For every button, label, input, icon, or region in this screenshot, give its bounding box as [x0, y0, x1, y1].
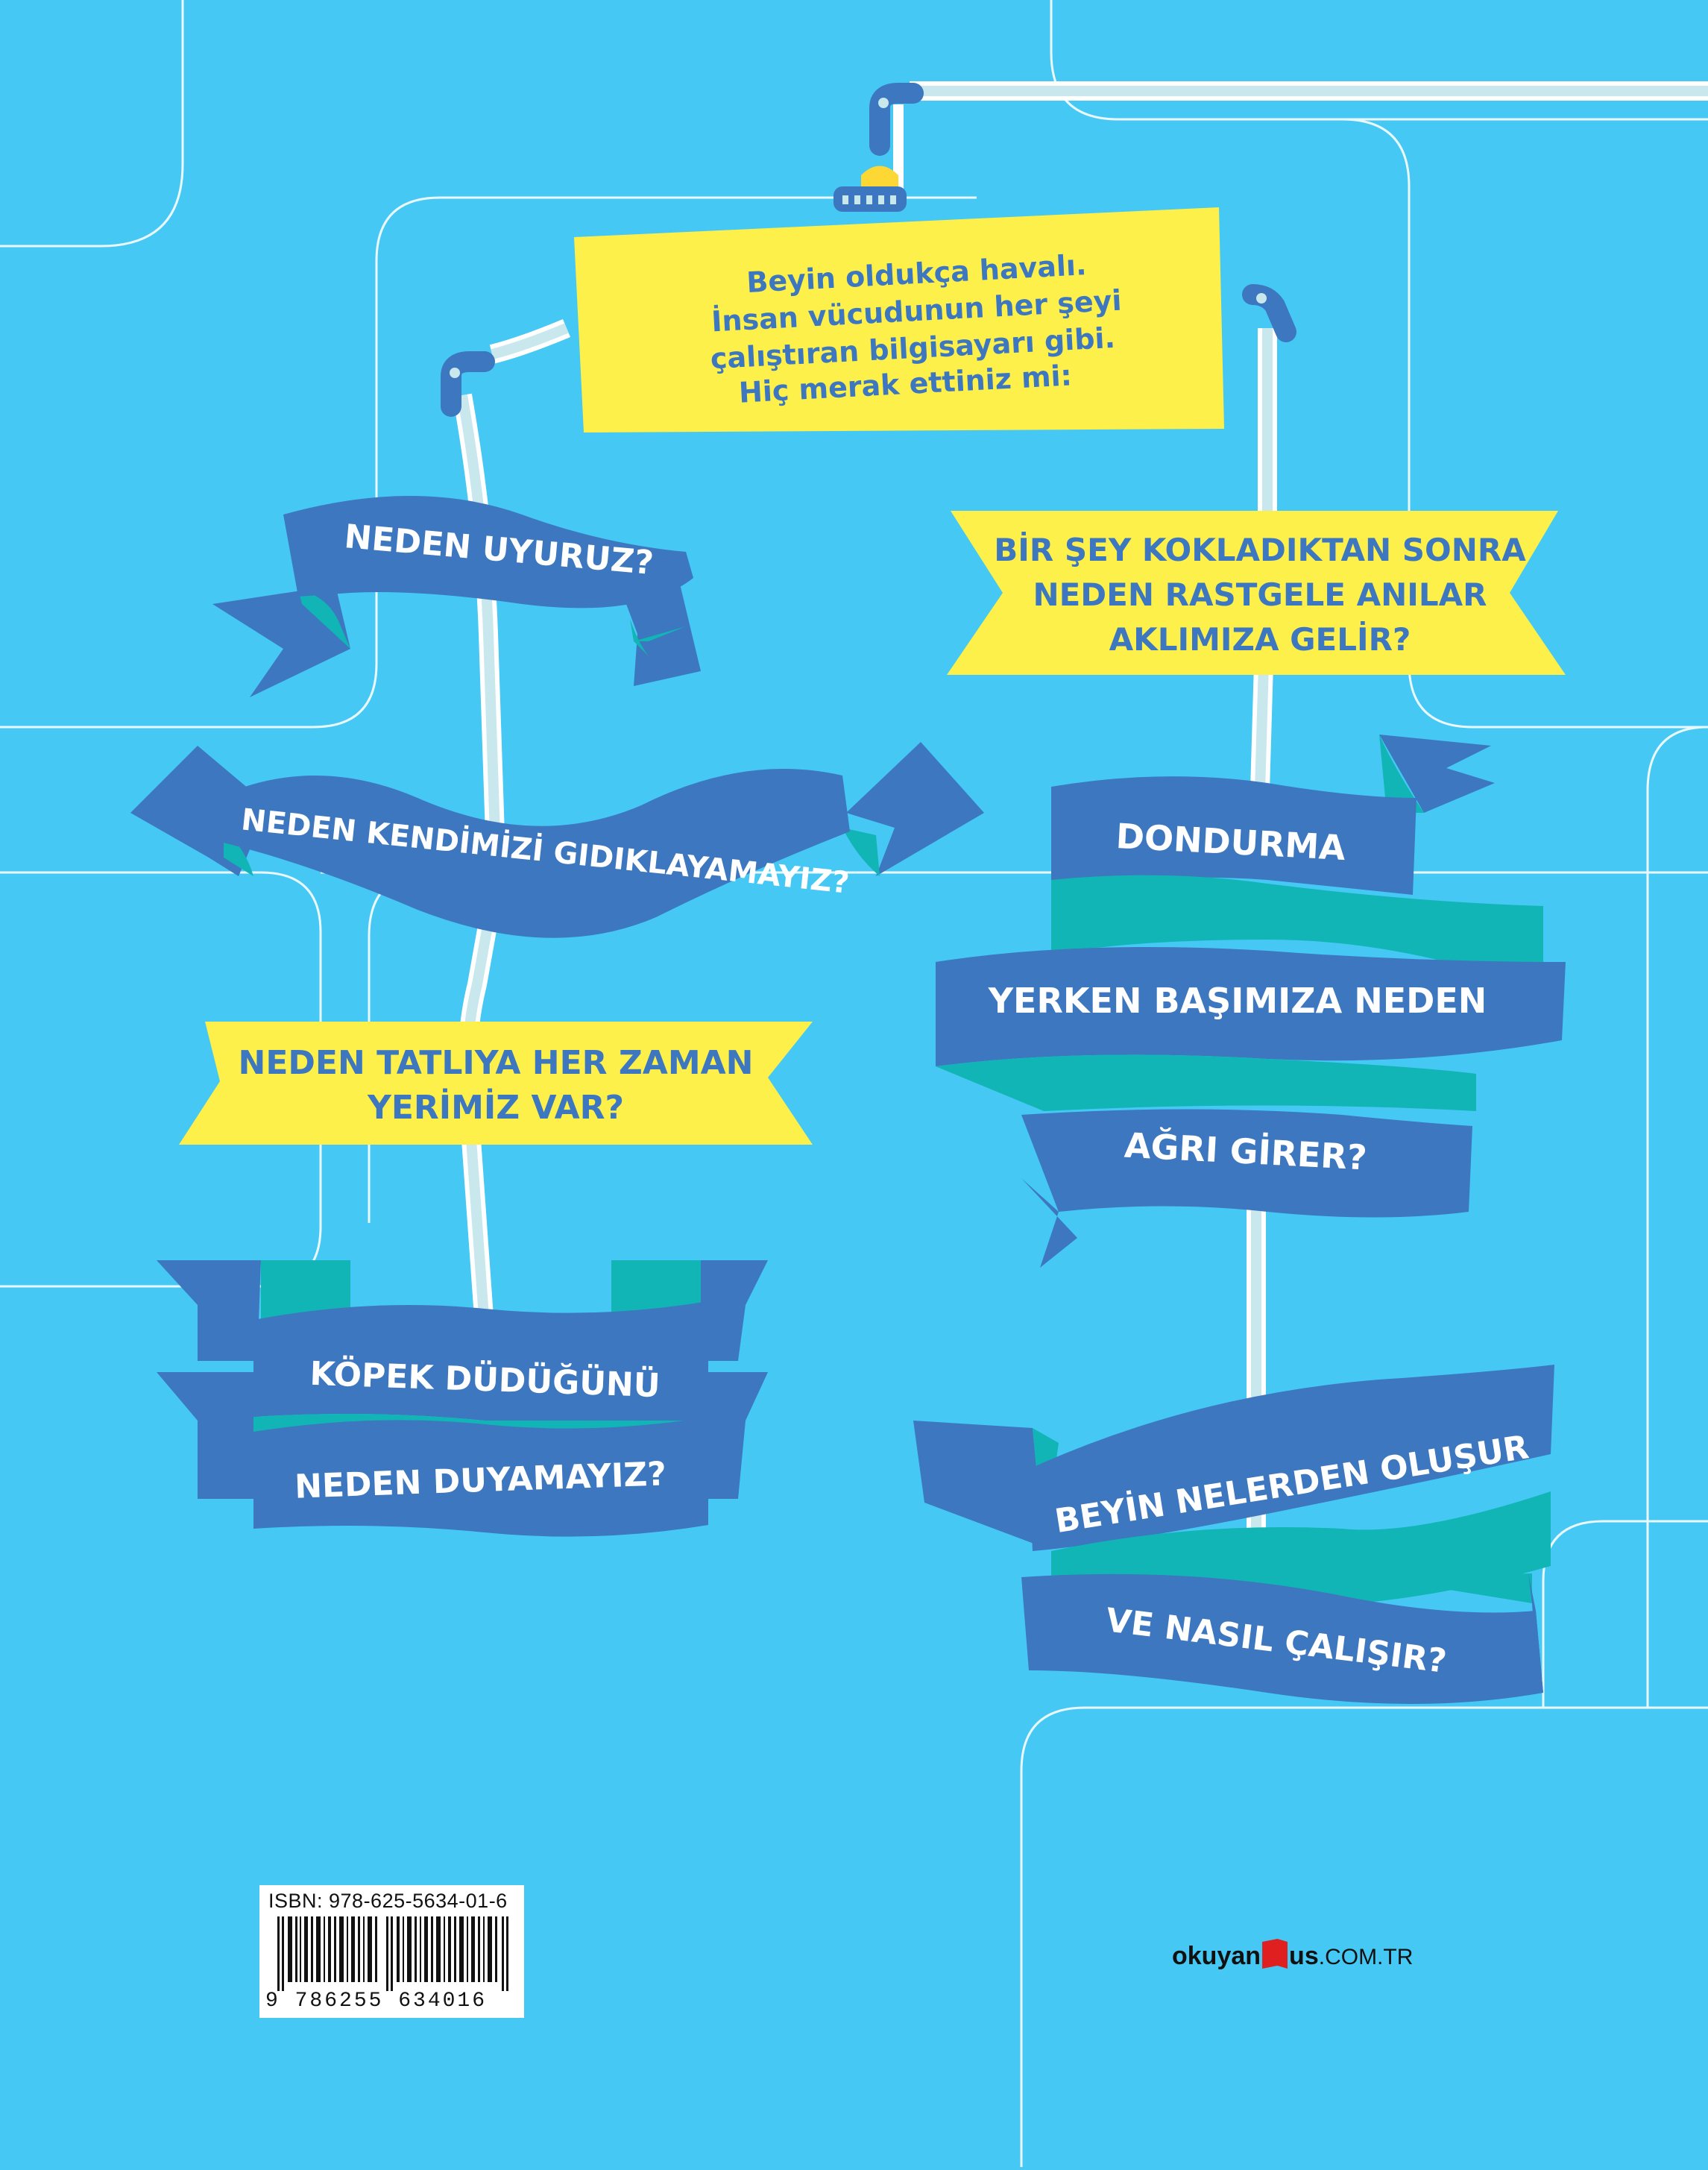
q5-line-3: AKLIMIZA GELİR?	[1109, 620, 1411, 658]
ribbon-dondurma: DONDURMA YERKEN BAŞIMIZA NEDEN AĞRI GİRE…	[936, 735, 1566, 1268]
barcode-icon	[277, 1916, 508, 1991]
banner-koklama: BİR ŞEY KOKLADIKTAN SONRA NEDEN RASTGELE…	[947, 511, 1566, 675]
ribbon-gidiklayamayiz: NEDEN KENDİMİZİ GIDIKLAYAMAYIZ?	[130, 742, 984, 938]
q3-line-2: YERİMİZ VAR?	[367, 1087, 624, 1127]
intro-banner: Beyin oldukça havalı. İnsan vücudunun he…	[574, 207, 1224, 433]
book-icon	[1262, 1939, 1288, 1969]
isbn-digits: 9 786255 634016	[265, 1990, 488, 2013]
ribbon-beyin: BEYİN NELERDEN OLUŞUR VE NASIL ÇALIŞIR?	[913, 1365, 1554, 1704]
banner-tatliya: NEDEN TATLIYA HER ZAMAN YERİMİZ VAR?	[179, 1022, 813, 1145]
q5-line-2: NEDEN RASTGELE ANILAR	[1033, 576, 1487, 613]
q6-line-2: YERKEN BAŞIMIZA NEDEN	[988, 981, 1487, 1021]
publisher-domain: .COM.TR	[1318, 1945, 1414, 1969]
publisher-name-a: okuyan	[1172, 1942, 1261, 1970]
isbn-barcode: ISBN: 978-625-5634-01-6 9 786255 634016	[259, 1885, 524, 2018]
ribbon-kopek-dudugu: KÖPEK DÜDÜĞÜNÜ NEDEN DUYAMAYIZ?	[157, 1260, 768, 1537]
q5-line-1: BİR ŞEY KOKLADIKTAN SONRA	[994, 531, 1526, 568]
isbn-label: ISBN: 978-625-5634-01-6	[268, 1890, 508, 1912]
ribbon-neden-uyuruz: NEDEN UYURUZ?	[212, 496, 701, 697]
publisher-logo: okuyan us.COM.TR	[1172, 1939, 1413, 1971]
q3-line-1: NEDEN TATLIYA HER ZAMAN	[239, 1044, 754, 1082]
publisher-name-b: us	[1289, 1942, 1319, 1970]
